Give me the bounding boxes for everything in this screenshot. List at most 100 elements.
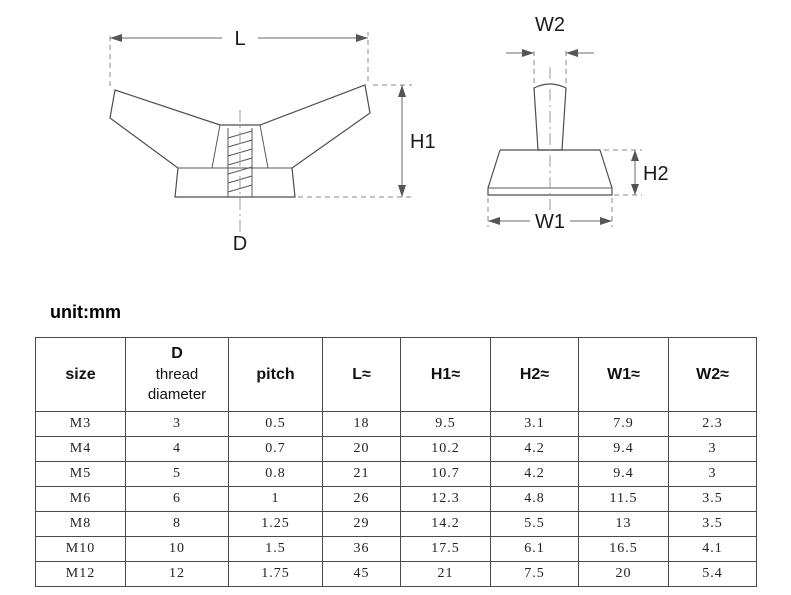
table-row: M12 12 1.75 45 21 7.5 20 5.4: [35, 561, 757, 587]
table-cell: 3.1: [490, 411, 579, 437]
table-row: M4 4 0.7 20 10.2 4.2 9.4 3: [35, 436, 757, 462]
table-cell: 0.5: [228, 411, 323, 437]
table-cell: 17.5: [400, 536, 491, 562]
dimension-W1: W1: [487, 198, 613, 233]
arrowhead-left-icon: [566, 49, 578, 57]
table-cell: M12: [35, 561, 126, 587]
dimension-W1-label: W1: [535, 211, 565, 233]
table-cell: 4.2: [490, 461, 579, 487]
table-cell: 21: [322, 461, 401, 487]
column-header-W2: W2≈: [668, 337, 757, 412]
table-cell: 36: [322, 536, 401, 562]
table-row: M3 3 0.5 18 9.5 3.1 7.9 2.3: [35, 411, 757, 437]
table-cell: 4.1: [668, 536, 757, 562]
arrowhead-right-icon: [600, 217, 612, 225]
table-cell: 0.7: [228, 436, 323, 462]
dimension-H1-label: H1: [410, 131, 436, 153]
arrowhead-up-icon: [631, 150, 639, 161]
arrowhead-right-icon: [356, 34, 368, 42]
table-cell: 2.3: [668, 411, 757, 437]
column-header-label: W2≈: [696, 365, 729, 383]
table-row: M10 10 1.5 36 17.5 6.1 16.5 4.1: [35, 536, 757, 562]
table-cell: 4.2: [490, 436, 579, 462]
table-cell: 20: [578, 561, 669, 587]
table-cell: 16.5: [578, 536, 669, 562]
table-cell: M10: [35, 536, 126, 562]
table-cell: 12: [125, 561, 229, 587]
table-cell: 4: [125, 436, 229, 462]
table-cell: 3.5: [668, 511, 757, 537]
table-cell: M3: [35, 411, 126, 437]
arrowhead-down-icon: [398, 185, 406, 197]
table-cell: 7.5: [490, 561, 579, 587]
dimension-D-label: D: [233, 233, 247, 255]
column-header-size: size: [35, 337, 126, 412]
column-header-thread-diameter: D thread diameter: [125, 337, 229, 412]
front-view-drawing: L H1 D: [109, 28, 436, 255]
column-header-label: size: [65, 365, 96, 383]
table-cell: 26: [322, 486, 401, 512]
column-header-label: H1≈: [430, 365, 461, 383]
table-cell: 3: [125, 411, 229, 437]
dimension-H2-label: H2: [643, 163, 669, 185]
table-cell: 1.25: [228, 511, 323, 537]
table-cell: 4.8: [490, 486, 579, 512]
table-cell: 5.4: [668, 561, 757, 587]
table-cell: 29: [322, 511, 401, 537]
table-header-row: size D thread diameter pitch L≈ H1≈ H2≈: [35, 337, 757, 412]
table-cell: 10: [125, 536, 229, 562]
arrowhead-left-icon: [110, 34, 122, 42]
column-header-label: D: [171, 345, 183, 363]
table-row: M5 5 0.8 21 10.7 4.2 9.4 3: [35, 461, 757, 487]
table-cell: 11.5: [578, 486, 669, 512]
wing-nut-front-outline: [109, 84, 371, 198]
table-cell: M8: [35, 511, 126, 537]
column-header-label: L≈: [352, 365, 371, 383]
table-cell: 1.75: [228, 561, 323, 587]
unit-label: unit:mm: [50, 302, 121, 322]
table-cell: 14.2: [400, 511, 491, 537]
table-cell: 3: [668, 436, 757, 462]
table-cell: 1: [228, 486, 323, 512]
dimension-L-label: L: [234, 28, 245, 50]
table-cell: M5: [35, 461, 126, 487]
column-header-sublabel: diameter: [147, 386, 207, 404]
table-cell: 9.4: [578, 436, 669, 462]
column-header-H2: H2≈: [490, 337, 579, 412]
dimension-L: L: [109, 28, 369, 86]
table-cell: 45: [322, 561, 401, 587]
arrowhead-left-icon: [488, 217, 500, 225]
column-header-label: W1≈: [607, 365, 640, 383]
table-cell: 10.7: [400, 461, 491, 487]
table-cell: 8: [125, 511, 229, 537]
table-cell: 9.5: [400, 411, 491, 437]
column-header-sublabel: thread: [155, 366, 199, 384]
table-cell: 20: [322, 436, 401, 462]
table-row: M8 8 1.25 29 14.2 5.5 13 3.5: [35, 511, 757, 537]
table-cell: M6: [35, 486, 126, 512]
arrowhead-up-icon: [398, 85, 406, 97]
table-cell: 7.9: [578, 411, 669, 437]
column-header-L: L≈: [322, 337, 401, 412]
table-row: M6 6 1 26 12.3 4.8 11.5 3.5: [35, 486, 757, 512]
table-cell: 10.2: [400, 436, 491, 462]
table-cell: 5.5: [490, 511, 579, 537]
table-cell: 12.3: [400, 486, 491, 512]
table-cell: 9.4: [578, 461, 669, 487]
dimension-H1: H1: [298, 84, 436, 198]
wing-nut-side-outline: [487, 67, 613, 210]
table-cell: 1.5: [228, 536, 323, 562]
table-cell: 0.8: [228, 461, 323, 487]
column-header-W1: W1≈: [578, 337, 669, 412]
table-cell: 13: [578, 511, 669, 537]
table-cell: 3: [668, 461, 757, 487]
column-header-pitch: pitch: [228, 337, 323, 412]
dimension-W2-label: W2: [535, 14, 565, 36]
dimension-D: D: [233, 233, 247, 255]
table-cell: M4: [35, 436, 126, 462]
dimension-W2: W2: [506, 14, 594, 83]
dimension-H2: H2: [604, 149, 669, 196]
thread-hole: [227, 110, 253, 232]
table-cell: 5: [125, 461, 229, 487]
